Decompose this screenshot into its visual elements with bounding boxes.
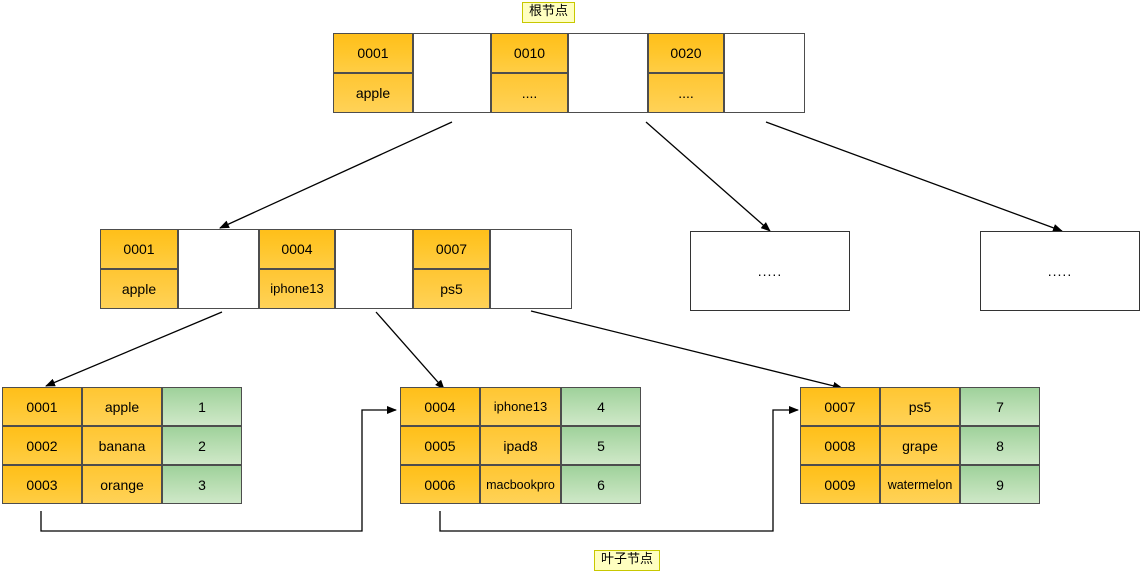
leaf1-row2-key: 0002 — [2, 426, 82, 465]
root-node-label: 根节点 — [522, 2, 576, 23]
internal1-entry-2-key: 0004 — [259, 229, 335, 269]
leaf2-row3-key: 0006 — [400, 465, 480, 504]
root-pointer-1[interactable] — [413, 33, 491, 113]
leaf3-row1-data: 7 — [960, 387, 1040, 426]
leaf3-row3-name: watermelon — [880, 465, 960, 504]
root-entry-3-key: 0020 — [648, 33, 724, 73]
leaf1-row1-name: apple — [82, 387, 162, 426]
root-pointer-3[interactable] — [724, 33, 805, 113]
internal1-entry-3-value: ps5 — [413, 269, 490, 309]
leaf-node-2-row-3[interactable]: 0006 macbookpro 6 — [400, 465, 641, 504]
leaf3-row3-key: 0009 — [800, 465, 880, 504]
internal1-entry-2-value: iphone13 — [259, 269, 335, 309]
leaf3-row1-key: 0007 — [800, 387, 880, 426]
internal1-entry-3-key: 0007 — [413, 229, 490, 269]
leaf-node-3-row-1[interactable]: 0007 ps5 7 — [800, 387, 1040, 426]
root-pointer-2[interactable] — [568, 33, 648, 113]
leaf1-row2-data: 2 — [162, 426, 242, 465]
leaf3-row3-data: 9 — [960, 465, 1040, 504]
leaf3-row2-name: grape — [880, 426, 960, 465]
root-entry-1[interactable]: 0001 apple — [333, 33, 413, 113]
internal1-entry-3[interactable]: 0007 ps5 — [413, 229, 490, 309]
internal1-entry-1-value: apple — [100, 269, 178, 309]
internal1-entry-2[interactable]: 0004 iphone13 — [259, 229, 335, 309]
root-entry-2-key: 0010 — [491, 33, 568, 73]
leaf-node-3-row-2[interactable]: 0008 grape 8 — [800, 426, 1040, 465]
leaf2-row2-key: 0005 — [400, 426, 480, 465]
leaf2-row1-key: 0004 — [400, 387, 480, 426]
internal1-pointer-2[interactable] — [335, 229, 413, 309]
leaf-node-2[interactable]: 0004 iphone13 4 0005 ipad8 5 0006 macboo… — [400, 387, 641, 504]
leaf-node-1-row-3[interactable]: 0003 orange 3 — [2, 465, 242, 504]
leaf2-row1-data: 4 — [561, 387, 641, 426]
internal1-entry-1[interactable]: 0001 apple — [100, 229, 178, 309]
internal1-entry-1-key: 0001 — [100, 229, 178, 269]
edge-internal-to-leaf-3 — [530, 310, 843, 390]
leaf2-row2-data: 5 — [561, 426, 641, 465]
leaf-node-1[interactable]: 0001 apple 1 0002 banana 2 0003 orange 3 — [2, 387, 242, 504]
leaf-node-3[interactable]: 0007 ps5 7 0008 grape 8 0009 watermelon … — [800, 387, 1040, 504]
edge-root-to-internal-1 — [219, 121, 453, 229]
leaf-node-1-row-1[interactable]: 0001 apple 1 — [2, 387, 242, 426]
leaf-node-2-row-1[interactable]: 0004 iphone13 4 — [400, 387, 641, 426]
internal-node-2-placeholder[interactable]: ..... — [690, 231, 850, 311]
root-entry-3[interactable]: 0020 .... — [648, 33, 724, 113]
leaf-node-label: 叶子节点 — [594, 550, 661, 571]
edge-root-to-internal-2 — [645, 121, 771, 232]
internal1-pointer-1[interactable] — [178, 229, 259, 309]
root-entry-3-value: .... — [648, 73, 724, 113]
internal1-pointer-3[interactable] — [490, 229, 572, 309]
leaf1-row1-data: 1 — [162, 387, 242, 426]
root-entry-1-value: apple — [333, 73, 413, 113]
leaf2-row1-name: iphone13 — [480, 387, 561, 426]
edge-internal-to-leaf-2 — [375, 311, 445, 390]
internal-node-3-placeholder[interactable]: ..... — [980, 231, 1140, 311]
root-entry-2[interactable]: 0010 .... — [491, 33, 568, 113]
root-entry-2-value: .... — [491, 73, 568, 113]
leaf3-row2-data: 8 — [960, 426, 1040, 465]
leaf1-row3-name: orange — [82, 465, 162, 504]
leaf1-row3-data: 3 — [162, 465, 242, 504]
leaf-node-3-row-3[interactable]: 0009 watermelon 9 — [800, 465, 1040, 504]
leaf2-row3-data: 6 — [561, 465, 641, 504]
leaf-node-1-row-2[interactable]: 0002 banana 2 — [2, 426, 242, 465]
leaf3-row1-name: ps5 — [880, 387, 960, 426]
leaf2-row2-name: ipad8 — [480, 426, 561, 465]
leaf1-row2-name: banana — [82, 426, 162, 465]
leaf1-row1-key: 0001 — [2, 387, 82, 426]
edge-internal-to-leaf-1 — [45, 311, 223, 387]
leaf2-row3-name: macbookpro — [480, 465, 561, 504]
edge-root-to-internal-3 — [765, 121, 1063, 232]
root-entry-1-key: 0001 — [333, 33, 413, 73]
leaf1-row3-key: 0003 — [2, 465, 82, 504]
leaf3-row2-key: 0008 — [800, 426, 880, 465]
leaf-node-2-row-2[interactable]: 0005 ipad8 5 — [400, 426, 641, 465]
